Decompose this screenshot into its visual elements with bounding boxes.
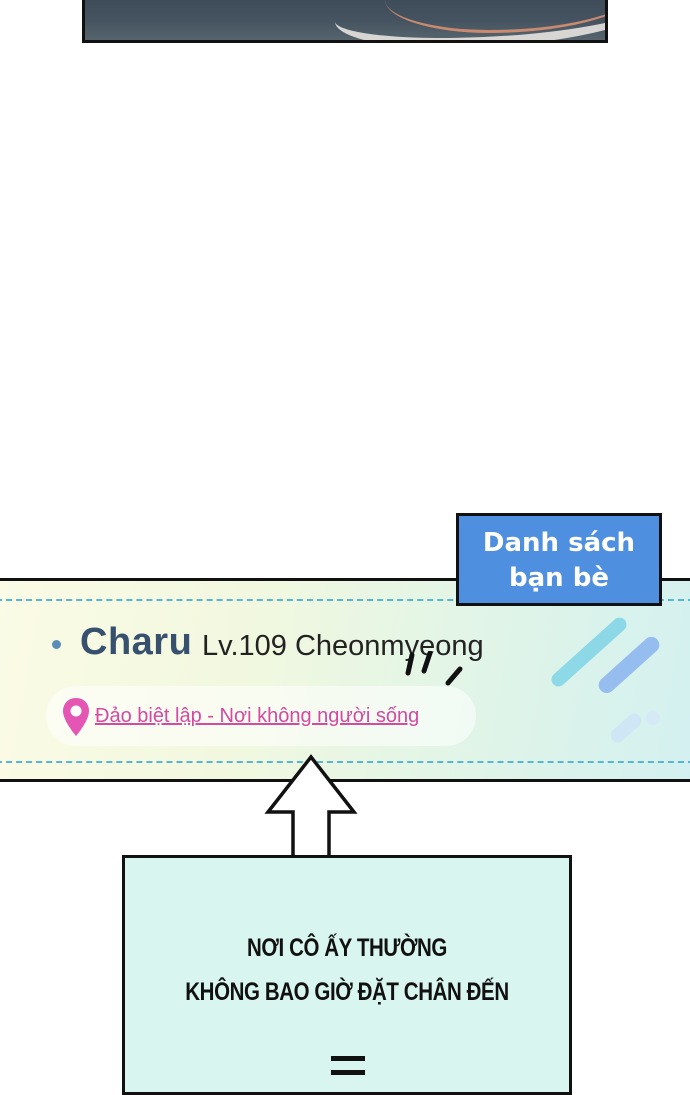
player-level: Lv.109 Cheonmyeong — [202, 630, 484, 662]
friends-list-label-line1: Danh sách — [482, 528, 636, 558]
top-comic-panel — [82, 0, 608, 43]
bullet-dot-icon — [52, 640, 61, 649]
equals-sign-icon — [331, 1056, 365, 1086]
player-name: Charu — [80, 621, 193, 663]
decor-stripe — [607, 710, 645, 746]
friends-list-label-line2: bạn bè — [509, 563, 609, 593]
panel-artwork-curve — [335, 0, 605, 40]
friends-list-button[interactable]: Danh sách bạn bè — [456, 513, 662, 606]
up-arrow-icon — [264, 754, 358, 862]
caption-box: NƠI CÔ ẤY THƯỜNG KHÔNG BAO GIỜ ĐẶT CHÂN … — [122, 855, 572, 1095]
decor-dot — [646, 711, 660, 725]
location-pill — [46, 686, 476, 746]
caption-line1: NƠI CÔ ẤY THƯỜNG — [247, 934, 447, 962]
emphasis-marks-icon — [405, 651, 463, 686]
dashed-line-top — [0, 599, 690, 601]
caption-text: NƠI CÔ ẤY THƯỜNG KHÔNG BAO GIỜ ĐẶT CHÂN … — [165, 926, 529, 1014]
location-link[interactable]: Đảo biệt lập - Nơi không người sống — [95, 705, 420, 727]
profile-banner: Charu Lv.109 Cheonmyeong Đảo biệt lập - … — [0, 578, 690, 782]
panel-artwork-accent — [385, 0, 605, 33]
map-pin-icon — [63, 698, 89, 736]
dashed-line-bottom — [0, 761, 690, 763]
caption-line2: KHÔNG BAO GIỜ ĐẶT CHÂN ĐẾN — [185, 978, 509, 1006]
